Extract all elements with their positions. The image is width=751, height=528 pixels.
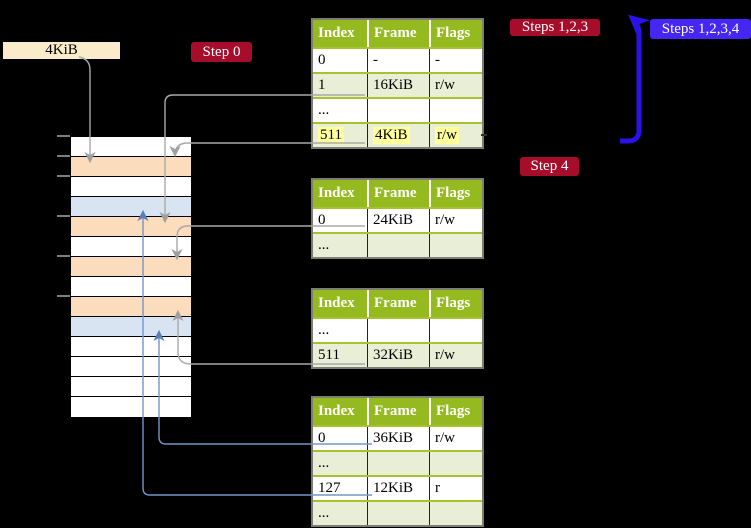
table-cell: 0 [318, 430, 326, 446]
table-cell: ... [318, 322, 330, 338]
table-header-cell: Index [318, 295, 355, 311]
badge-steps-1-2-3: Steps 1,2,3 [510, 19, 600, 36]
table-cell: 511 [313, 124, 367, 147]
table-cell: 32KiB [367, 344, 429, 367]
table-cell: r/w [429, 427, 482, 450]
badge-step-4: Step 4 [520, 157, 579, 176]
table-cell: 1 [318, 77, 326, 93]
table-header-cell: Flags [429, 290, 482, 317]
table-row: ... [313, 317, 482, 342]
table-cell: - [429, 49, 482, 72]
physical-memory-strip [70, 136, 192, 418]
memory-tick [57, 215, 70, 217]
memory-row-5 [71, 217, 191, 237]
memory-row-3 [71, 177, 191, 197]
table-header-cell: Frame [367, 398, 429, 425]
table-cell [429, 99, 482, 122]
table-header-cell: Frame [367, 180, 429, 207]
memory-row-12 [71, 357, 191, 377]
table-header-cell: Index [318, 403, 355, 419]
memory-row-1 [71, 137, 191, 157]
memory-row-9 [71, 297, 191, 317]
table-header-cell: Frame [367, 20, 429, 47]
memory-row-6 [71, 237, 191, 257]
table-row: ... [313, 500, 482, 525]
memory-row-11 [71, 337, 191, 357]
memory-tick [57, 135, 70, 137]
table-cell: 36KiB [367, 427, 429, 450]
table-row: ... [313, 97, 482, 122]
highlighted-value: 4KiB [373, 127, 410, 144]
table-cell [367, 99, 429, 122]
memory-row-4 [71, 197, 191, 217]
table-cell: r/w [429, 209, 482, 232]
table-header-cell: Flags [429, 398, 482, 425]
badge-steps-1-2-3-4: Steps 1,2,3,4 [650, 19, 751, 39]
table-cell: 0 [318, 52, 326, 68]
table-cell [367, 452, 429, 475]
table-cell: 511 [318, 347, 340, 363]
table-cell: ... [318, 237, 330, 253]
memory-row-2 [71, 157, 191, 177]
memory-tick [57, 155, 70, 157]
table-cell [429, 319, 482, 342]
table-cell: ... [318, 102, 330, 118]
highlighted-value: r/w [435, 127, 459, 144]
memory-row-10 [71, 317, 191, 337]
table-row: ... [313, 232, 482, 257]
table-cell [429, 452, 482, 475]
highlighted-value: 511 [318, 127, 344, 144]
table-row: 511 4KiB r/w [313, 122, 482, 147]
memory-row-8 [71, 277, 191, 297]
table-header-cell: Flags [429, 20, 482, 47]
table-header-cell: Index [318, 185, 355, 201]
table-cell: r/w [429, 344, 482, 367]
memory-row-13 [71, 377, 191, 397]
table-row: 0 -- [313, 47, 482, 72]
table-cell [367, 502, 429, 525]
table-cell: 16KiB [367, 74, 429, 97]
memory-tick [57, 295, 70, 297]
table-cell: ... [318, 455, 330, 471]
badge-step-0: Step 0 [191, 42, 252, 62]
memory-tick [57, 255, 70, 257]
table-cell [367, 234, 429, 257]
memory-row-14 [71, 397, 191, 417]
table-header-cell: Flags [429, 180, 482, 207]
table-cell: 0 [318, 212, 326, 228]
table-cell: 12KiB [367, 477, 429, 500]
table-row: ... [313, 450, 482, 475]
arrow-steps-loop [620, 14, 650, 144]
table-cell: 24KiB [367, 209, 429, 232]
table-header-cell: Frame [367, 290, 429, 317]
table-cell [429, 502, 482, 525]
table-cell: 4KiB [367, 124, 429, 147]
table-cell: r/w [429, 124, 482, 147]
table-cell [429, 234, 482, 257]
page-size-label: 4KiB [3, 42, 120, 59]
table-cell: r/w [429, 74, 482, 97]
memory-tick [57, 175, 70, 177]
table-cell: ... [318, 505, 330, 521]
memory-row-7 [71, 257, 191, 277]
table-cell: r [429, 477, 482, 500]
table-cell: - [367, 49, 429, 72]
table-cell: 127 [318, 480, 341, 496]
table-header-cell: Index [318, 25, 355, 41]
table-cell [367, 319, 429, 342]
